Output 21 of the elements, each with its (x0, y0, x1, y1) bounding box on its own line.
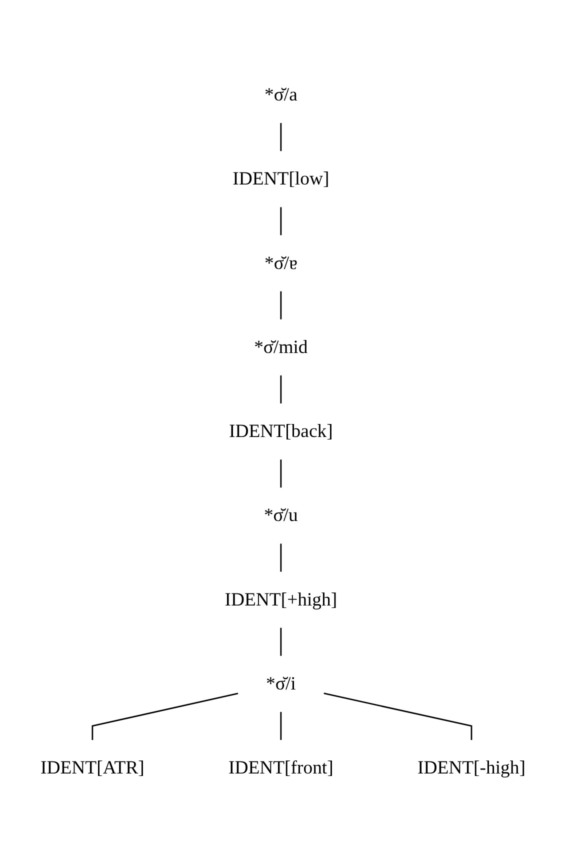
connector (280, 207, 282, 236)
node-text: IDENT[back] (229, 421, 333, 442)
connector (280, 544, 282, 572)
node-text: IDENT[front] (228, 758, 334, 778)
connector (324, 692, 472, 740)
node-text: IDENT[low] (232, 168, 330, 190)
node-text: *σ̆/ɐ (264, 252, 298, 274)
connector (280, 460, 282, 488)
node-text: IDENT[-high] (417, 758, 526, 778)
connector (280, 375, 282, 404)
node-text: IDENT[ATR] (40, 758, 144, 778)
connector (280, 712, 282, 740)
connector (280, 291, 282, 320)
connector (280, 123, 282, 152)
node-text: IDENT[+high] (224, 589, 338, 610)
node-text: *σ̆/mid (254, 337, 308, 358)
node-text: *σ̆/a (264, 84, 298, 106)
node-text: *σ̆/u (264, 505, 298, 526)
node-text: *σ̆/i (266, 674, 296, 694)
connector (280, 628, 282, 656)
connector (92, 692, 238, 740)
